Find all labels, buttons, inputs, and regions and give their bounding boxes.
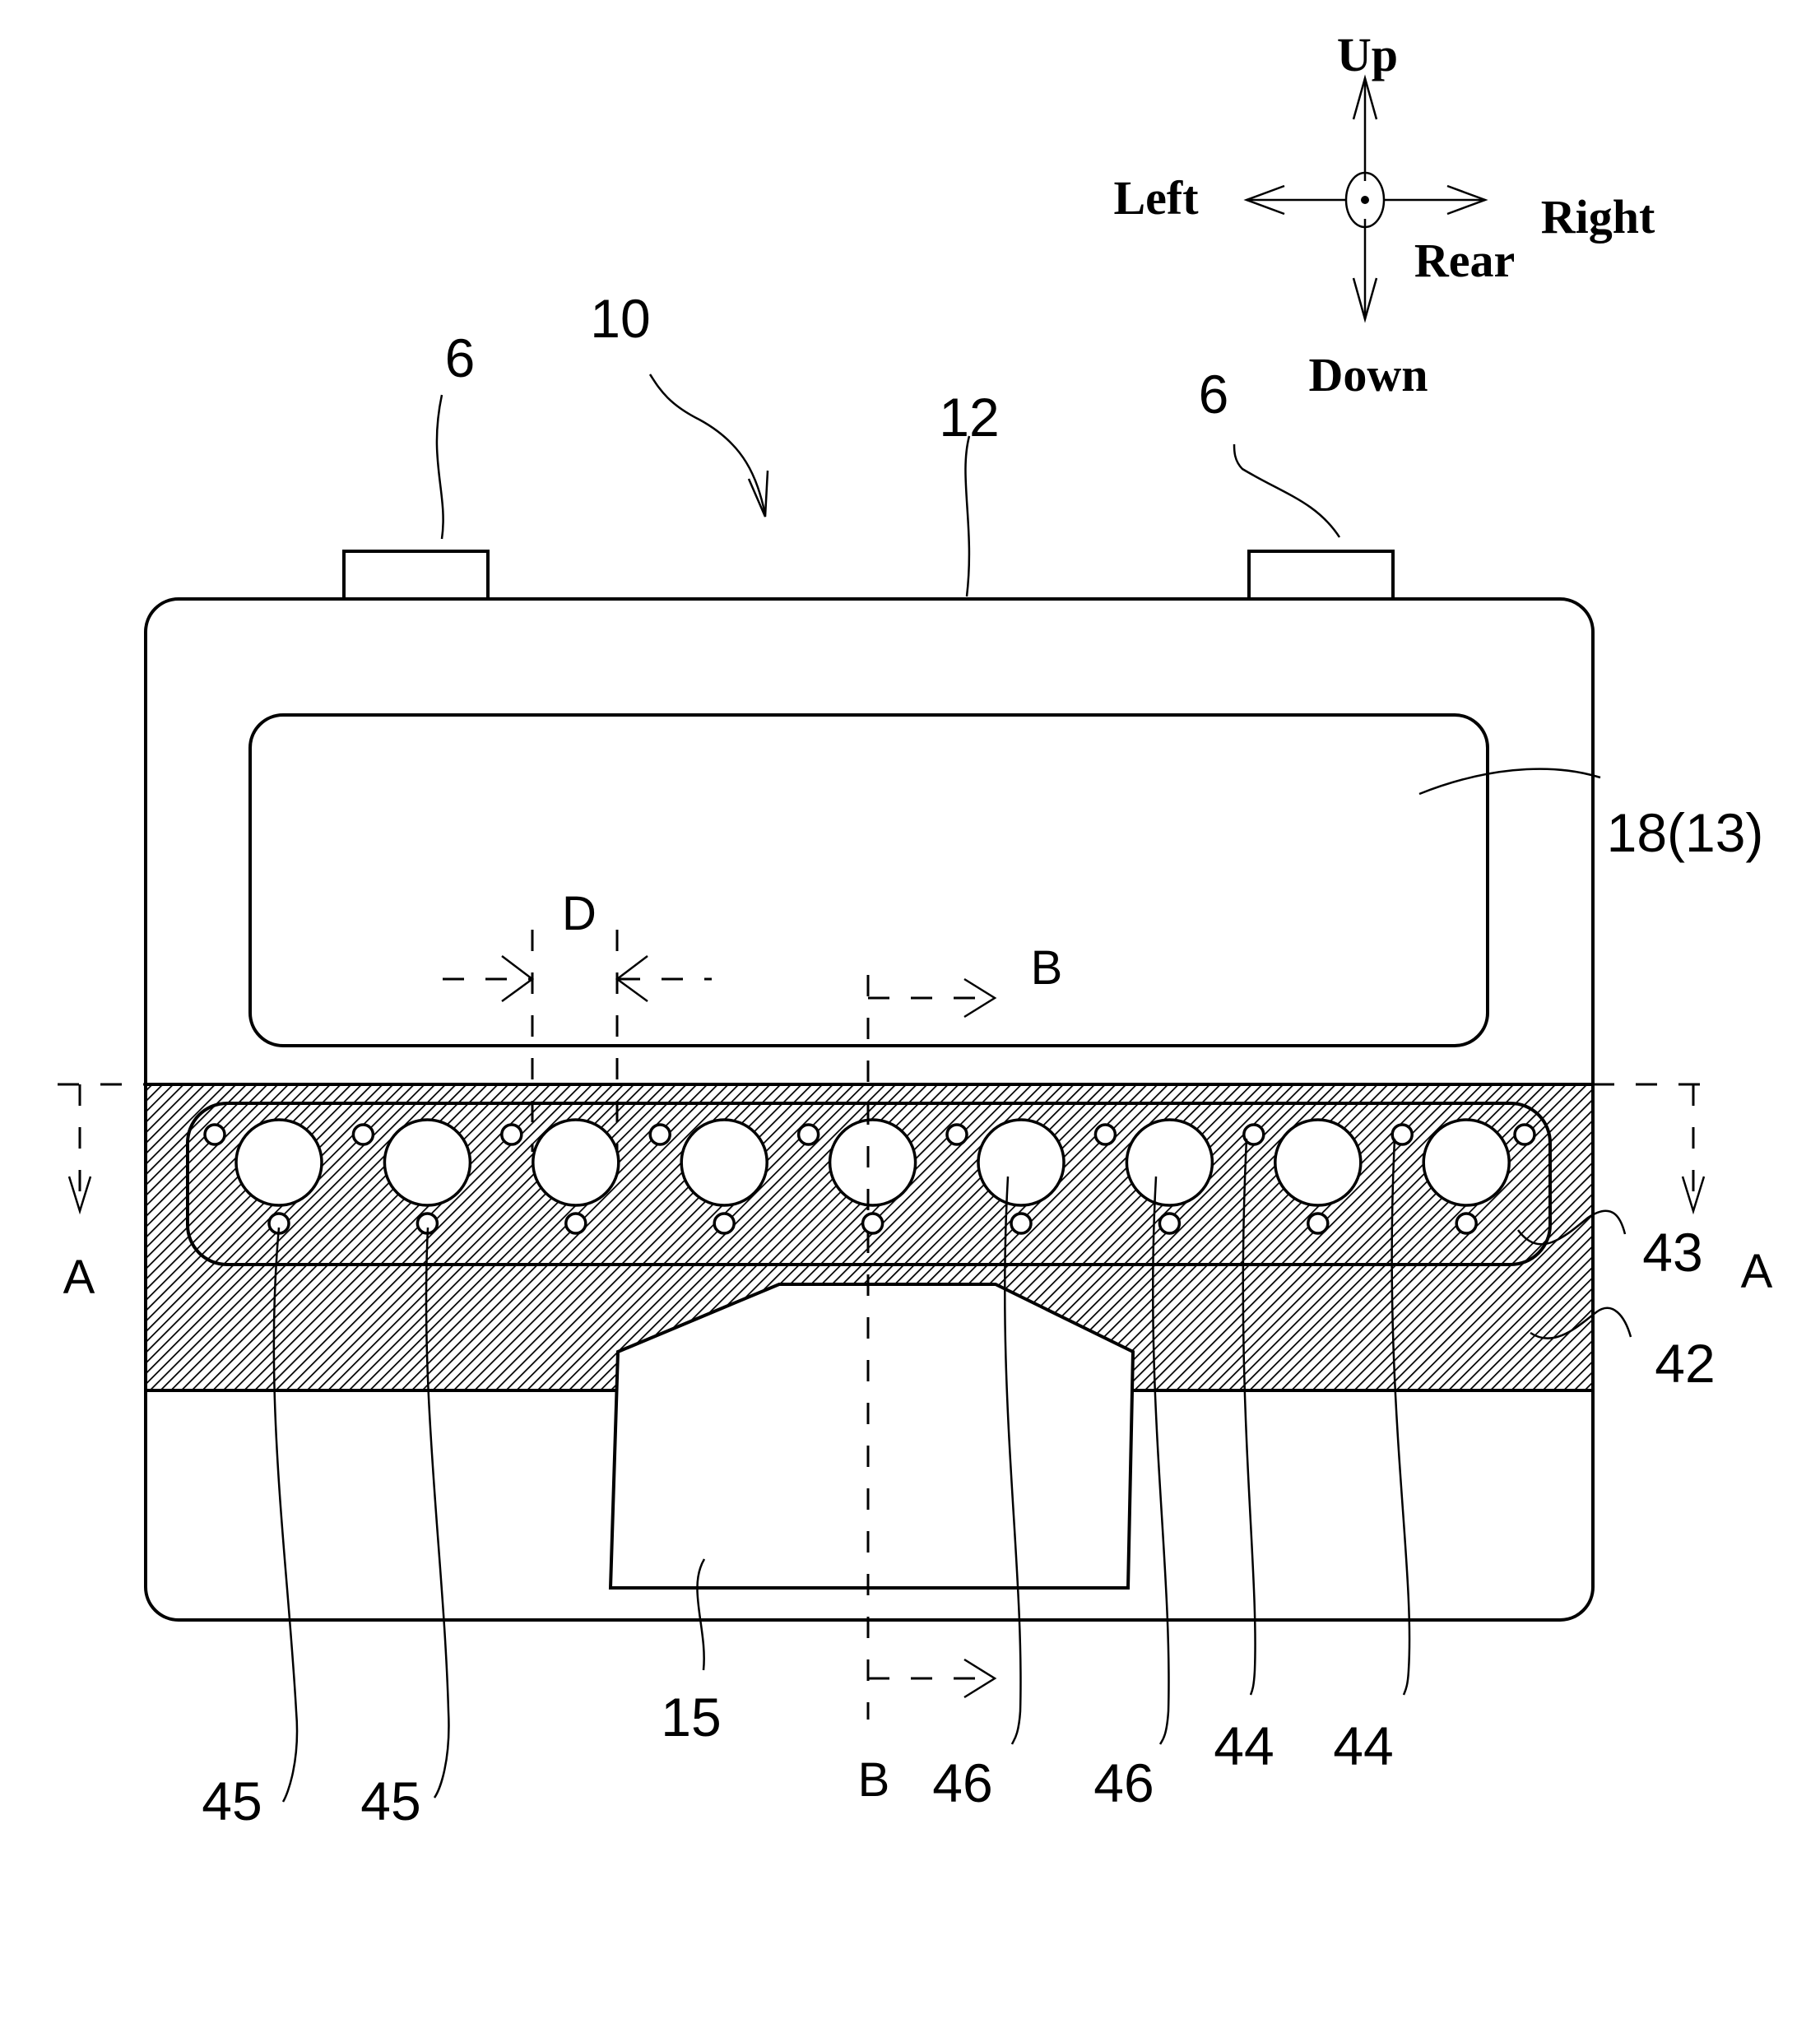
section-a-left-label: A (63, 1251, 95, 1304)
compass-rear-label: Rear (1414, 234, 1515, 287)
large-hole (533, 1120, 619, 1205)
compass-right-label: Right (1541, 190, 1655, 244)
label-hole-44-a: 44 (1214, 1715, 1274, 1776)
large-hole (1275, 1120, 1361, 1205)
label-window: 18(13) (1607, 802, 1764, 863)
upper-small-hole (1515, 1125, 1534, 1144)
label-hole-46-a: 46 (932, 1752, 992, 1813)
lower-small-hole (1308, 1214, 1328, 1233)
upper-small-hole (799, 1125, 819, 1144)
large-hole (1126, 1120, 1212, 1205)
large-hole (1423, 1120, 1509, 1205)
lower-small-hole (1456, 1214, 1476, 1233)
reference-numerals: 6 10 12 6 18(13) 43 42 15 45 45 46 46 44… (202, 288, 1763, 1831)
upper-small-hole (1095, 1125, 1115, 1144)
large-hole (236, 1120, 322, 1205)
upper-small-hole (353, 1125, 373, 1144)
lower-small-hole (1159, 1214, 1179, 1233)
label-hole-45-a: 45 (202, 1771, 262, 1831)
label-hole-46-b: 46 (1093, 1752, 1154, 1813)
upper-small-hole (947, 1125, 967, 1144)
section-b-top-label: B (1031, 941, 1063, 995)
label-battery: 10 (590, 288, 650, 349)
large-hole (978, 1120, 1064, 1205)
direction-compass: Up Down Left Right Rear (1113, 28, 1655, 401)
terminal-right (1249, 551, 1393, 599)
label-cutout: 15 (661, 1687, 721, 1747)
section-a-right-label: A (1741, 1245, 1773, 1298)
upper-small-hole (502, 1125, 522, 1144)
cutout-15 (611, 1284, 1133, 1588)
section-line-b: B B (858, 941, 1063, 1807)
terminal-left (344, 551, 488, 599)
dimension-d-label: D (562, 887, 597, 940)
label-band: 42 (1655, 1333, 1715, 1394)
label-case: 12 (939, 387, 999, 448)
label-hole-45-b: 45 (360, 1771, 420, 1831)
label-terminal-right: 6 (1199, 364, 1229, 425)
label-terminal-left: 6 (445, 327, 476, 388)
lower-small-hole (714, 1214, 734, 1233)
lower-small-hole (1011, 1214, 1031, 1233)
upper-small-hole (205, 1125, 225, 1144)
lower-small-hole (863, 1214, 883, 1233)
compass-up-label: Up (1337, 28, 1398, 81)
section-b-bottom-label: B (858, 1753, 890, 1807)
lower-small-hole (566, 1214, 586, 1233)
large-hole (681, 1120, 767, 1205)
large-hole (384, 1120, 470, 1205)
label-plate: 43 (1642, 1222, 1702, 1283)
upper-small-hole (650, 1125, 670, 1144)
label-hole-44-b: 44 (1333, 1715, 1393, 1776)
compass-down-label: Down (1308, 348, 1428, 401)
large-hole (830, 1120, 916, 1205)
compass-left-label: Left (1113, 171, 1199, 225)
